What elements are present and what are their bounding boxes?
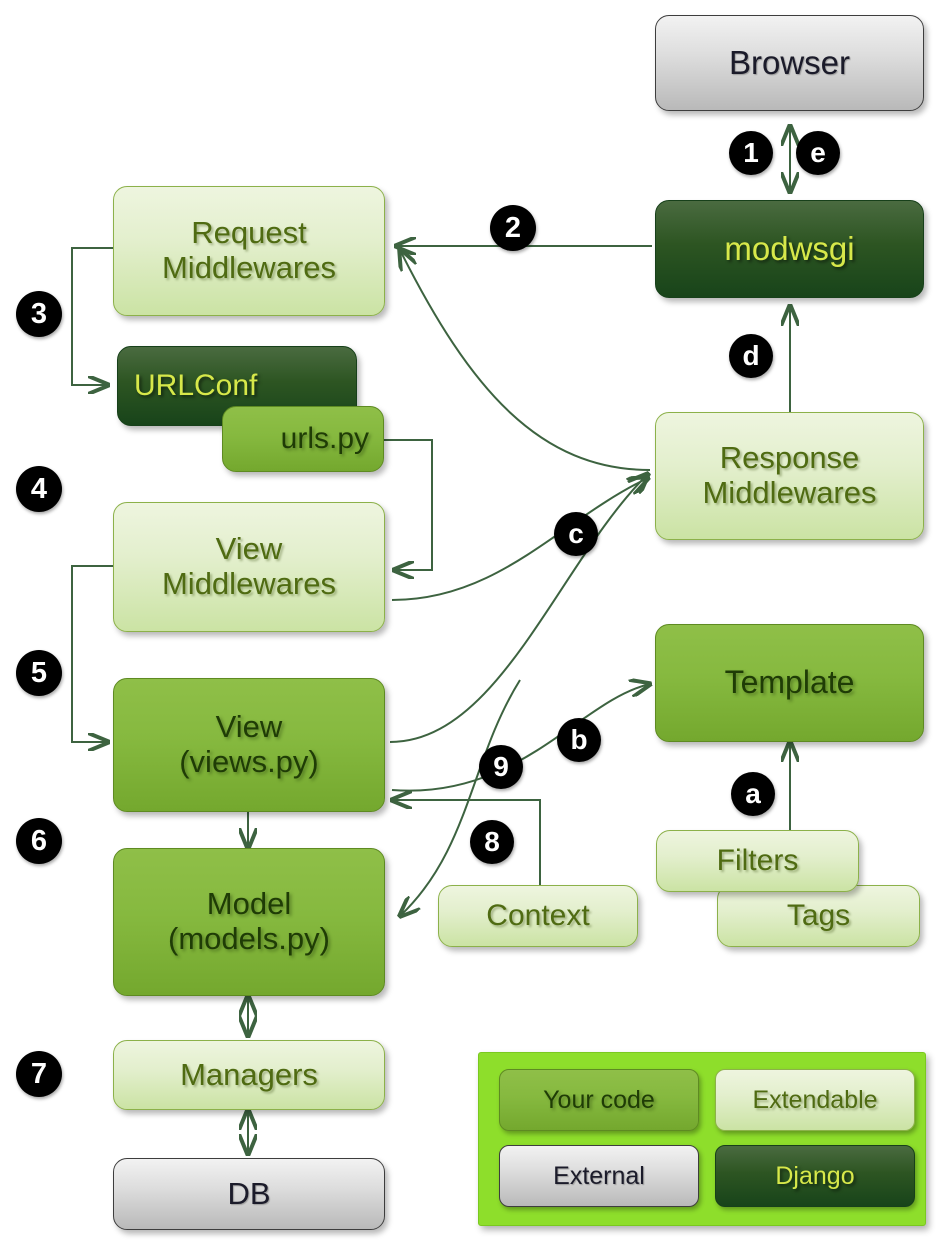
node-tags-label: Tags	[786, 899, 851, 933]
node-browser-label: Browser	[728, 43, 851, 81]
node-modwsgi-label: modwsgi	[724, 229, 855, 267]
node-view-middlewares[interactable]: View Middlewares	[113, 502, 385, 632]
marker-9: 9	[479, 745, 523, 789]
legend-item-django[interactable]: Django	[715, 1145, 915, 1207]
connector-view-middlewares-response	[391, 478, 648, 601]
marker-d: d	[729, 334, 773, 378]
marker-8: 8	[470, 820, 514, 864]
legend-item-your-code[interactable]: Your code	[499, 1069, 699, 1131]
node-urlspy-label: urls.py	[280, 422, 369, 456]
marker-4-label: 4	[30, 472, 48, 505]
connector-context-view	[392, 800, 541, 890]
node-tags[interactable]: Tags	[717, 885, 920, 947]
marker-3: 3	[16, 291, 62, 337]
node-model[interactable]: Model (models.py)	[113, 848, 385, 996]
marker-5-label: 5	[30, 656, 48, 689]
node-urlconf-label: URLConf	[134, 369, 258, 403]
node-urlspy[interactable]: urls.py	[222, 406, 384, 472]
connector-response-to-request-middlewares	[400, 250, 651, 471]
legend-item-external[interactable]: External	[499, 1145, 699, 1207]
marker-5: 5	[16, 650, 62, 696]
node-model-line1: Model	[206, 886, 292, 922]
node-request-middlewares-line2: Middlewares	[161, 250, 336, 285]
legend-item-extendable-label: Extendable	[752, 1086, 878, 1114]
legend-item-extendable[interactable]: Extendable	[715, 1069, 915, 1131]
marker-e-label: e	[810, 137, 826, 168]
node-view[interactable]: View (views.py)	[113, 678, 385, 812]
node-view-line1: View	[215, 709, 283, 745]
node-response-middlewares[interactable]: Response Middlewares	[655, 412, 924, 540]
marker-b: b	[557, 718, 601, 762]
marker-a-label: a	[745, 778, 761, 809]
marker-9-label: 9	[493, 751, 509, 782]
marker-4: 4	[16, 466, 62, 512]
node-browser[interactable]: Browser	[655, 15, 924, 111]
marker-1: 1	[729, 131, 773, 175]
marker-b-label: b	[570, 724, 588, 755]
node-model-line2: (models.py)	[168, 921, 330, 956]
marker-1-label: 1	[743, 137, 759, 168]
node-db[interactable]: DB	[113, 1158, 385, 1230]
node-managers[interactable]: Managers	[113, 1040, 385, 1110]
node-request-middlewares-line1: Request	[191, 215, 307, 251]
marker-8-label: 8	[484, 826, 500, 857]
node-response-middlewares-line1: Response	[719, 440, 860, 476]
marker-a: a	[731, 772, 775, 816]
marker-d-label: d	[742, 340, 760, 371]
marker-c-label: c	[568, 518, 584, 549]
marker-c: c	[554, 512, 598, 556]
legend-item-your-code-label: Your code	[543, 1086, 655, 1114]
node-context-label: Context	[486, 899, 590, 933]
node-view-middlewares-line2: Middlewares	[161, 566, 336, 601]
node-managers-label: Managers	[180, 1056, 318, 1092]
node-view-middlewares-line1: View	[215, 531, 283, 567]
node-response-middlewares-line2: Middlewares	[702, 475, 877, 510]
connector-view-template	[391, 684, 650, 792]
legend-item-django-label: Django	[775, 1162, 855, 1190]
marker-2: 2	[490, 205, 536, 251]
node-request-middlewares[interactable]: Request Middlewares	[113, 186, 385, 316]
node-template[interactable]: Template	[655, 624, 924, 742]
node-view-line2: (views.py)	[179, 744, 319, 779]
connector-view-response-middlewares	[389, 474, 648, 743]
marker-6: 6	[16, 818, 62, 864]
connector-urlspy-view-middlewares	[384, 439, 433, 570]
node-context[interactable]: Context	[438, 885, 638, 947]
marker-2-label: 2	[504, 211, 522, 244]
node-modwsgi[interactable]: modwsgi	[655, 200, 924, 298]
marker-6-label: 6	[30, 824, 48, 857]
marker-7: 7	[16, 1051, 62, 1097]
marker-e: e	[796, 131, 840, 175]
connector-context-model	[400, 679, 521, 916]
node-filters[interactable]: Filters	[656, 830, 859, 892]
marker-7-label: 7	[30, 1057, 48, 1090]
marker-3-label: 3	[30, 297, 48, 330]
legend: Your code Extendable External Django	[478, 1052, 926, 1226]
node-template-label: Template	[724, 664, 855, 701]
connector-request-middlewares-urlconf	[71, 247, 113, 385]
legend-item-external-label: External	[553, 1162, 645, 1190]
node-db-label: DB	[227, 1175, 271, 1211]
node-filters-label: Filters	[716, 844, 799, 878]
connector-view-middlewares-view	[71, 565, 113, 742]
